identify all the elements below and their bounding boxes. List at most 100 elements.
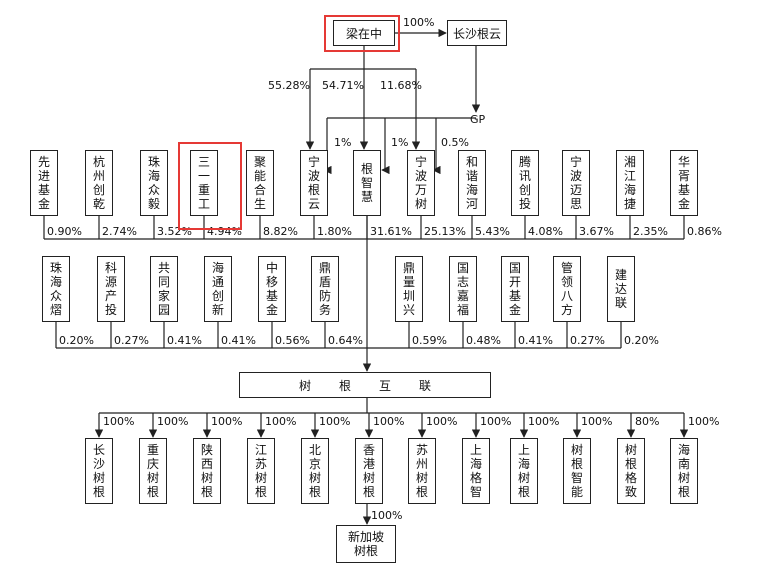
shareholder-name: 共 同 家 园	[157, 261, 170, 317]
shareholder-name: 三 一 重 工	[197, 155, 210, 211]
subsidiary-name: 上 海 格 智	[469, 443, 482, 499]
owner-name: 梁在中	[345, 26, 382, 41]
shareholder-box: 宁 波 万 树	[407, 150, 435, 216]
shareholder-name: 珠 海 众 熠	[49, 261, 62, 317]
subsidiary-name: 树 根 格 致	[624, 443, 637, 499]
shareholder-pct: 4.08%	[528, 225, 563, 238]
shareholder-box: 湘 江 海 捷	[616, 150, 644, 216]
shareholder-box: 鼎 量 圳 兴	[395, 256, 423, 322]
shareholder-pct: 3.67%	[579, 225, 614, 238]
shareholder-pct: 0.48%	[466, 334, 501, 347]
shareholder-box: 宁 波 迈 思	[562, 150, 590, 216]
sg-name: 新加坡 树根	[347, 530, 384, 558]
shareholder-pct: 8.82%	[263, 225, 298, 238]
subsidiary-pct: 100%	[265, 415, 297, 428]
subsidiary-pct: 100%	[157, 415, 189, 428]
shareholder-name: 科 源 产 投	[104, 261, 117, 317]
subsidiary-box: 陕 西 树 根	[193, 438, 221, 504]
shareholder-name: 根 智 慧	[360, 162, 373, 204]
subsidiary-name: 江 苏 树 根	[254, 443, 267, 499]
shareholder-pct: 0.27%	[570, 334, 605, 347]
shareholder-name: 宁 波 根 云	[307, 155, 320, 211]
shareholder-box: 宁 波 根 云	[300, 150, 328, 216]
shareholder-pct: 5.43%	[475, 225, 510, 238]
subsidiary-name: 树 根 智 能	[570, 443, 583, 499]
shareholder-box: 三 一 重 工	[190, 150, 218, 216]
gp-pct-genzhihui: 1%	[391, 136, 409, 149]
shareholder-name: 中 移 基 金	[265, 261, 278, 317]
shareholder-name: 海 通 创 新	[211, 261, 224, 317]
shareholder-pct: 31.61%	[370, 225, 412, 238]
shareholder-name: 杭 州 创 乾	[92, 155, 105, 211]
shareholder-box: 中 移 基 金	[258, 256, 286, 322]
shareholder-pct: 25.13%	[424, 225, 466, 238]
subsidiary-name: 长 沙 树 根	[92, 443, 105, 499]
subsidiary-name: 香 港 树 根	[362, 443, 375, 499]
shareholder-box: 海 通 创 新	[204, 256, 232, 322]
subsidiary-name: 重 庆 树 根	[146, 443, 159, 499]
subsidiary-box: 长 沙 树 根	[85, 438, 113, 504]
shareholder-box: 根 智 慧	[353, 150, 381, 216]
shareholder-pct: 0.86%	[687, 225, 722, 238]
shareholder-pct: 0.59%	[412, 334, 447, 347]
shareholder-pct: 0.41%	[518, 334, 553, 347]
shareholder-box: 华 胥 基 金	[670, 150, 698, 216]
shareholder-name: 宁 波 万 树	[414, 155, 427, 211]
gp-company-box: 长沙根云	[447, 20, 507, 46]
shareholder-box: 先 进 基 金	[30, 150, 58, 216]
shareholder-name: 聚 能 合 生	[253, 155, 266, 211]
shareholder-name: 湘 江 海 捷	[623, 155, 636, 211]
subsidiary-box: 树 根 智 能	[563, 438, 591, 504]
shareholder-box: 建 达 联	[607, 256, 635, 322]
shareholder-name: 华 胥 基 金	[677, 155, 690, 211]
subsidiary-pct: 100%	[103, 415, 135, 428]
owner-box: 梁在中	[333, 20, 395, 46]
subsidiary-box: 重 庆 树 根	[139, 438, 167, 504]
shareholder-pct: 2.35%	[633, 225, 668, 238]
owner-pct-genzhihui: 54.71%	[322, 79, 364, 92]
subsidiary-box: 香 港 树 根	[355, 438, 383, 504]
shareholder-pct: 0.56%	[275, 334, 310, 347]
sany-highlight	[178, 142, 242, 230]
subsidiary-box: 上 海 树 根	[510, 438, 538, 504]
shareholder-name: 先 进 基 金	[37, 155, 50, 211]
shareholder-name: 国 志 嘉 福	[456, 261, 469, 317]
subsidiary-box: 海 南 树 根	[670, 438, 698, 504]
shareholder-name: 腾 讯 创 投	[518, 155, 531, 211]
shareholder-box: 和 谐 海 河	[458, 150, 486, 216]
subsidiary-name: 上 海 树 根	[517, 443, 530, 499]
shareholder-box: 管 领 八 方	[553, 256, 581, 322]
subsidiary-box: 树 根 格 致	[617, 438, 645, 504]
shareholder-box: 腾 讯 创 投	[511, 150, 539, 216]
shareholder-name: 宁 波 迈 思	[569, 155, 582, 211]
shareholder-pct: 0.41%	[167, 334, 202, 347]
shareholder-box: 国 志 嘉 福	[449, 256, 477, 322]
gp-pct-ningbo-wanshu: 0.5%	[441, 136, 469, 149]
subsidiary-pct: 100%	[480, 415, 512, 428]
subsidiary-pct: 100%	[581, 415, 613, 428]
shareholder-pct: 0.90%	[47, 225, 82, 238]
shareholder-pct: 0.20%	[59, 334, 94, 347]
owner-to-gp-pct: 100%	[403, 16, 435, 29]
subsidiary-box: 江 苏 树 根	[247, 438, 275, 504]
subsidiary-box: 北 京 树 根	[301, 438, 329, 504]
shareholder-name: 建 达 联	[614, 268, 627, 310]
center-company-box: 树根互联	[239, 372, 491, 398]
shareholder-box: 杭 州 创 乾	[85, 150, 113, 216]
subsidiary-pct: 80%	[635, 415, 660, 428]
shareholder-box: 国 开 基 金	[501, 256, 529, 322]
shareholder-pct: 2.74%	[102, 225, 137, 238]
subsidiary-box: 苏 州 树 根	[408, 438, 436, 504]
shareholder-pct: 0.20%	[624, 334, 659, 347]
shareholder-box: 珠 海 众 毅	[140, 150, 168, 216]
subsidiary-box: 上 海 格 智	[462, 438, 490, 504]
shareholder-box: 科 源 产 投	[97, 256, 125, 322]
subsidiary-pct: 100%	[211, 415, 243, 428]
shareholder-name: 鼎 盾 防 务	[318, 261, 331, 317]
sg-pct: 100%	[371, 509, 403, 522]
sg-box: 新加坡 树根	[336, 525, 396, 563]
shareholder-box: 聚 能 合 生	[246, 150, 274, 216]
gp-label: GP	[470, 113, 486, 126]
